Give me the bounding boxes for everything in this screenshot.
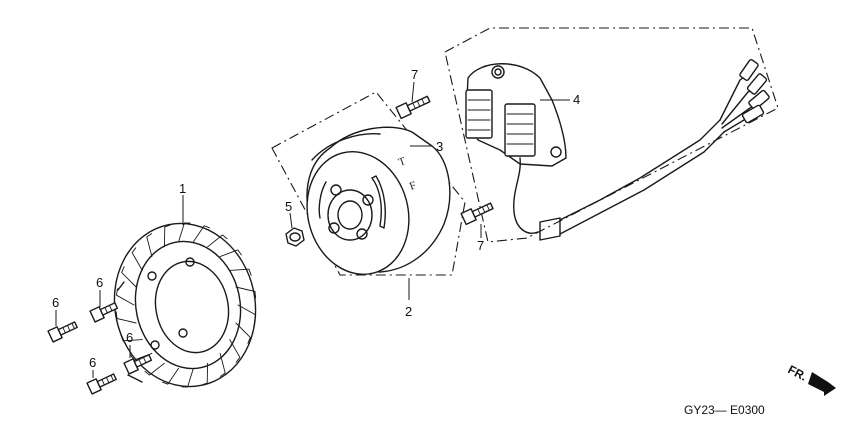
fan-blade: [219, 352, 226, 377]
fan-blade: [115, 311, 137, 324]
fan-blade: [235, 286, 257, 299]
bolt-fan-b: [89, 302, 119, 323]
callout-7a: 7: [411, 67, 418, 82]
fan-blade: [178, 222, 191, 243]
bolt-fan-c: [123, 354, 153, 375]
fan-blade: [181, 367, 194, 388]
bolt-fan-d: [86, 373, 117, 395]
fan-blade: [201, 362, 209, 386]
fan-blade: [131, 247, 143, 271]
callout-3: 3: [436, 139, 443, 154]
callout-2: 2: [405, 304, 412, 319]
fan-blade: [192, 225, 210, 243]
arrow-right-icon: [808, 372, 836, 396]
fan-blade: [207, 234, 228, 248]
fan-blade: [229, 339, 241, 363]
fan-blade: [163, 224, 171, 248]
flywheel-nut: [285, 227, 305, 247]
fan-blade: [237, 304, 256, 322]
leader-5: [289, 212, 293, 229]
flywheel-timing-mark-t: T: [397, 155, 408, 169]
callout-7b: 7: [477, 238, 484, 253]
fan-blade: [121, 266, 137, 288]
callout-1: 1: [179, 181, 186, 196]
front-direction-label: FR.: [786, 362, 810, 383]
callout-4: 4: [573, 92, 580, 107]
fan-blade: [219, 249, 242, 258]
stator-coil-assembly: [465, 59, 770, 241]
callout-6c: 6: [126, 330, 133, 345]
cooling-fan: [113, 222, 257, 388]
fan-blade: [144, 362, 165, 376]
callout-6a: 6: [52, 295, 59, 310]
bolt-fan-a: [47, 321, 78, 343]
flywheel-timing-mark-f: F: [408, 179, 418, 192]
fan-blade: [120, 334, 143, 342]
fan-blade: [235, 322, 251, 344]
callout-6b: 6: [96, 275, 103, 290]
fan-blade: [146, 233, 153, 258]
bolt-stator-bottom: [460, 202, 494, 226]
leader-7a: [411, 81, 415, 103]
bolt-stator-top: [395, 95, 431, 120]
diagram-code: GY23— E0300: [684, 403, 765, 417]
front-direction-indicator: FR.: [786, 362, 836, 396]
fan-blade: [162, 367, 180, 385]
callout-6d: 6: [89, 355, 96, 370]
fan-blade: [229, 268, 252, 276]
fan-blade: [116, 288, 135, 306]
callout-5: 5: [285, 199, 292, 214]
flywheel: [306, 126, 451, 275]
